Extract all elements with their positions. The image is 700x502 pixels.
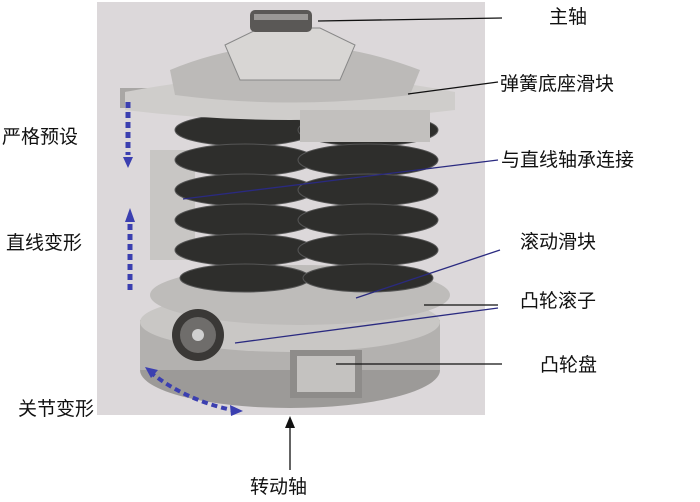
leader-lines (182, 17, 503, 470)
spring-seat-shape (120, 10, 455, 142)
arrow-up-icon (125, 208, 135, 222)
cam-roller-shape (172, 309, 224, 361)
label-rotating-shaft: 转动轴 (250, 476, 308, 498)
arrow-down-icon (123, 157, 133, 168)
arrow-right-icon (230, 405, 243, 416)
label-main-shaft: 主轴 (549, 6, 588, 28)
rotating-shaft-arrow-icon (285, 416, 295, 428)
label-spring-seat-slider: 弹簧底座滑块 (500, 73, 615, 95)
arrow-left-icon (145, 367, 158, 378)
label-cam-roller: 凸轮滚子 (520, 290, 597, 312)
label-strict-preset: 严格预设 (2, 126, 79, 148)
label-linear-bearing-connection: 与直线轴承连接 (501, 149, 635, 171)
label-linear-deformation: 直线变形 (6, 232, 83, 254)
label-cam-disc: 凸轮盘 (540, 354, 598, 376)
label-joint-deformation: 关节变形 (18, 398, 95, 420)
joint-deformation-arrow (148, 370, 233, 412)
label-rolling-slider: 滚动滑块 (520, 231, 597, 253)
